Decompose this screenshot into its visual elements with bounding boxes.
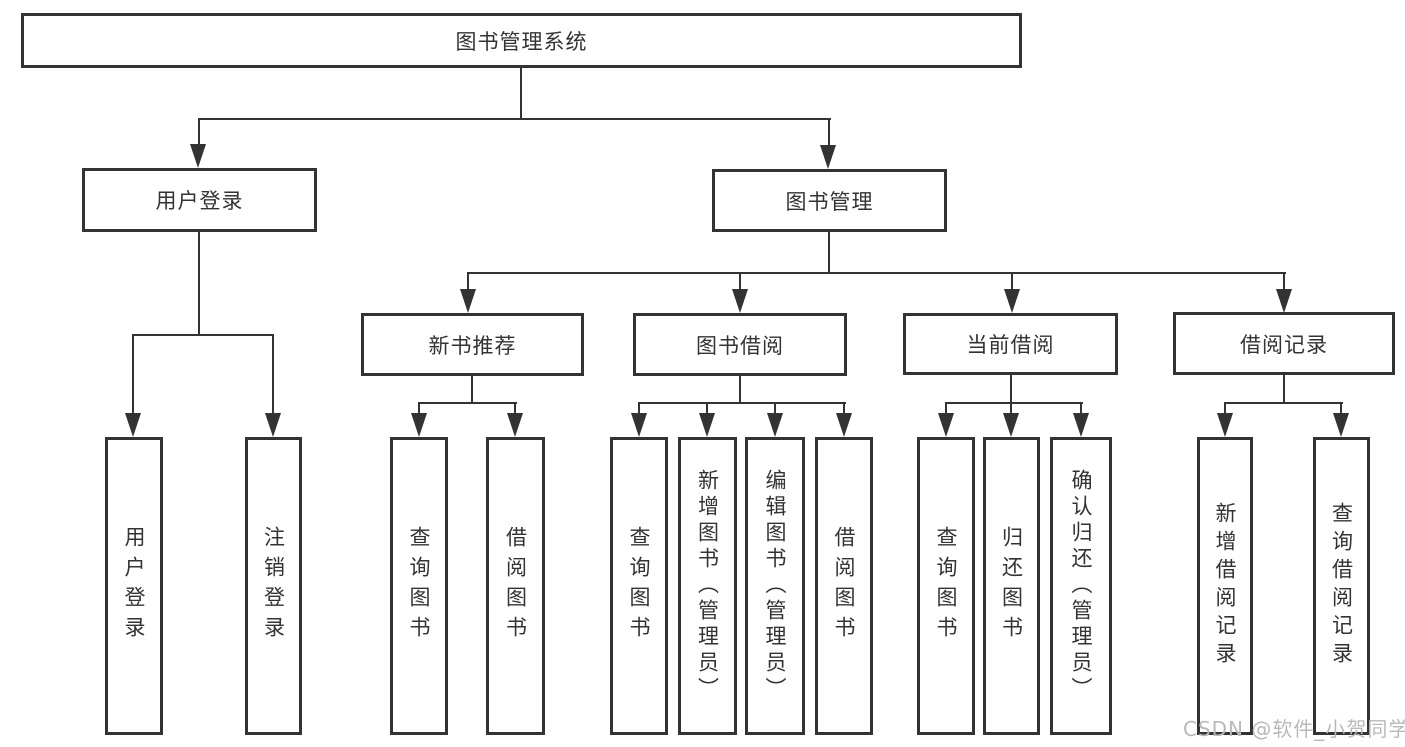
node-borrow-books-recommend: 借阅图书 xyxy=(486,437,545,735)
node-label: 新书推荐 xyxy=(428,333,517,358)
connector xyxy=(471,376,473,404)
connector xyxy=(774,402,776,415)
connector xyxy=(1080,402,1082,415)
node-label: 新增图书（管理员） xyxy=(695,469,720,703)
node-logout: 注销登录 xyxy=(245,437,302,735)
node-add-books-admin: 新增图书（管理员） xyxy=(678,437,737,735)
node-edit-books-admin: 编辑图书（管理员） xyxy=(745,437,805,735)
node-label: 借阅图书 xyxy=(503,526,528,646)
arrowhead-icon xyxy=(820,145,836,169)
node-label: 确认归还（管理员） xyxy=(1069,469,1093,703)
node-borrow-books-borrow: 借阅图书 xyxy=(815,437,873,735)
node-label: 注销登录 xyxy=(261,526,286,646)
arrowhead-icon xyxy=(507,413,523,437)
arrowhead-icon xyxy=(938,413,954,437)
connector xyxy=(638,402,846,404)
connector xyxy=(418,402,420,415)
node-label: 图书管理系统 xyxy=(455,29,588,54)
connector xyxy=(706,402,708,415)
node-query-borrow-record: 查询借阅记录 xyxy=(1313,437,1370,735)
arrowhead-icon xyxy=(732,289,748,313)
node-book-management-system: 图书管理系统 xyxy=(21,13,1022,68)
node-label: 编辑图书（管理员） xyxy=(763,469,787,703)
node-label: 查询图书 xyxy=(934,526,958,646)
connector xyxy=(945,402,1083,404)
connector xyxy=(1010,402,1012,415)
connector xyxy=(1224,402,1343,404)
arrowhead-icon xyxy=(1004,289,1020,313)
connector xyxy=(198,232,200,336)
arrowhead-icon xyxy=(265,413,281,437)
connector xyxy=(1283,272,1285,291)
node-confirm-return-admin: 确认归还（管理员） xyxy=(1050,437,1112,735)
node-query-books-current: 查询图书 xyxy=(917,437,975,735)
node-add-borrow-record: 新增借阅记录 xyxy=(1197,437,1253,735)
arrowhead-icon xyxy=(460,289,476,313)
arrowhead-icon xyxy=(1073,413,1089,437)
connector xyxy=(467,272,469,291)
node-book-management: 图书管理 xyxy=(712,169,947,232)
node-label: 查询图书 xyxy=(627,526,651,646)
node-user-login: 用户登录 xyxy=(82,168,317,232)
node-current-borrow: 当前借阅 xyxy=(903,313,1118,375)
node-query-books-recommend: 查询图书 xyxy=(390,437,448,735)
connector xyxy=(828,118,830,146)
arrowhead-icon xyxy=(125,413,141,437)
arrowhead-icon xyxy=(1217,413,1233,437)
node-query-books-borrow: 查询图书 xyxy=(610,437,668,735)
connector xyxy=(132,334,134,415)
node-label: 用户登录 xyxy=(155,189,244,213)
connector xyxy=(198,118,831,120)
connector xyxy=(1224,402,1226,415)
connector xyxy=(1011,272,1013,291)
node-label: 借阅图书 xyxy=(832,526,856,646)
arrowhead-icon xyxy=(767,413,783,437)
arrowhead-icon xyxy=(699,413,715,437)
arrowhead-icon xyxy=(1276,289,1292,313)
arrowhead-icon xyxy=(836,413,852,437)
node-borrow-records: 借阅记录 xyxy=(1173,312,1395,375)
connector xyxy=(1340,402,1342,415)
connector xyxy=(132,334,274,336)
node-label: 图书借阅 xyxy=(696,333,784,358)
arrowhead-icon xyxy=(190,144,206,168)
connector xyxy=(828,232,830,274)
connector xyxy=(514,402,516,415)
connector xyxy=(739,376,741,404)
csdn-watermark: CSDN @软件_小贺同学 xyxy=(1183,717,1405,741)
arrowhead-icon xyxy=(411,413,427,437)
node-label: 当前借阅 xyxy=(966,333,1055,357)
node-user-login-leaf: 用户登录 xyxy=(105,437,163,735)
node-label: 查询借阅记录 xyxy=(1329,502,1354,670)
node-label: 新增借阅记录 xyxy=(1213,502,1237,670)
node-label: 用户登录 xyxy=(122,526,146,646)
connector xyxy=(739,272,741,291)
connector xyxy=(520,68,522,120)
connector xyxy=(1283,375,1285,404)
node-label: 查询图书 xyxy=(407,526,431,646)
connector xyxy=(272,334,274,415)
connector xyxy=(945,402,947,415)
node-book-borrow: 图书借阅 xyxy=(633,313,847,376)
arrowhead-icon xyxy=(631,413,647,437)
node-label: 归还图书 xyxy=(999,526,1024,646)
connector xyxy=(638,402,640,415)
arrowhead-icon xyxy=(1003,413,1019,437)
node-new-book-recommend: 新书推荐 xyxy=(361,313,584,376)
node-label: 借阅记录 xyxy=(1240,332,1328,357)
node-label: 图书管理 xyxy=(785,189,874,214)
connector xyxy=(843,402,845,415)
node-return-books: 归还图书 xyxy=(983,437,1040,735)
arrowhead-icon xyxy=(1333,413,1349,437)
connector xyxy=(198,118,200,146)
connector xyxy=(418,402,517,404)
connector xyxy=(467,272,1286,274)
connector xyxy=(1010,375,1012,404)
